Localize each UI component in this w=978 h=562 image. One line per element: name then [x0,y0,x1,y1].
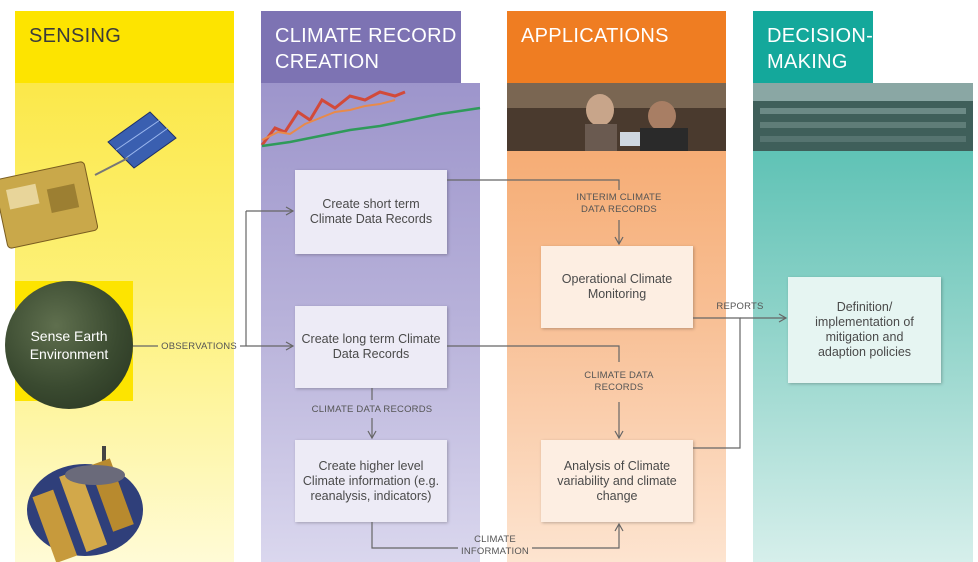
observations-label: OBSERVATIONS [161,341,237,352]
decision-header: DECISION-MAKING [753,11,873,83]
cdr-line [447,345,620,362]
satellite-image-top [0,111,177,249]
policies-box: Definition/ implementation of mitigation… [788,277,941,383]
sense-earth-node: Sense Earth Environment [5,281,133,409]
operational-monitoring-box: Operational Climate Monitoring [541,246,693,328]
info-line-a [371,522,458,549]
info-line-b [532,522,624,549]
cdr-label-creation: CLIMATE DATA RECORDS [311,404,433,415]
interim-line [447,179,620,190]
sensing-header: SENSING [15,11,234,83]
creation-header: CLIMATE RECORD CREATION [261,11,461,83]
workshop-photo [507,83,726,151]
higher-level-info-box: Create higher level Climate information … [295,440,447,522]
climate-analysis-box: Analysis of Climate variability and clim… [541,440,693,522]
applications-header: APPLICATIONS [507,11,726,83]
interim-cdr-label: INTERIM CLIMATE DATA RECORDS [576,192,662,215]
satellite-image-bottom [27,446,143,562]
reports-label: REPORTS [716,301,764,312]
reports-bracket [693,317,741,449]
climate-information-label: CLIMATE INFORMATION [461,534,529,557]
long-term-cdr-box: Create long term Climate Data Records [295,306,447,388]
cdr-label-applications: CLIMATE DATA RECORDS [584,370,654,393]
conference-photo [753,83,973,151]
short-term-cdr-box: Create short term Climate Data Records [295,170,447,254]
climate-chart-image [260,90,481,148]
